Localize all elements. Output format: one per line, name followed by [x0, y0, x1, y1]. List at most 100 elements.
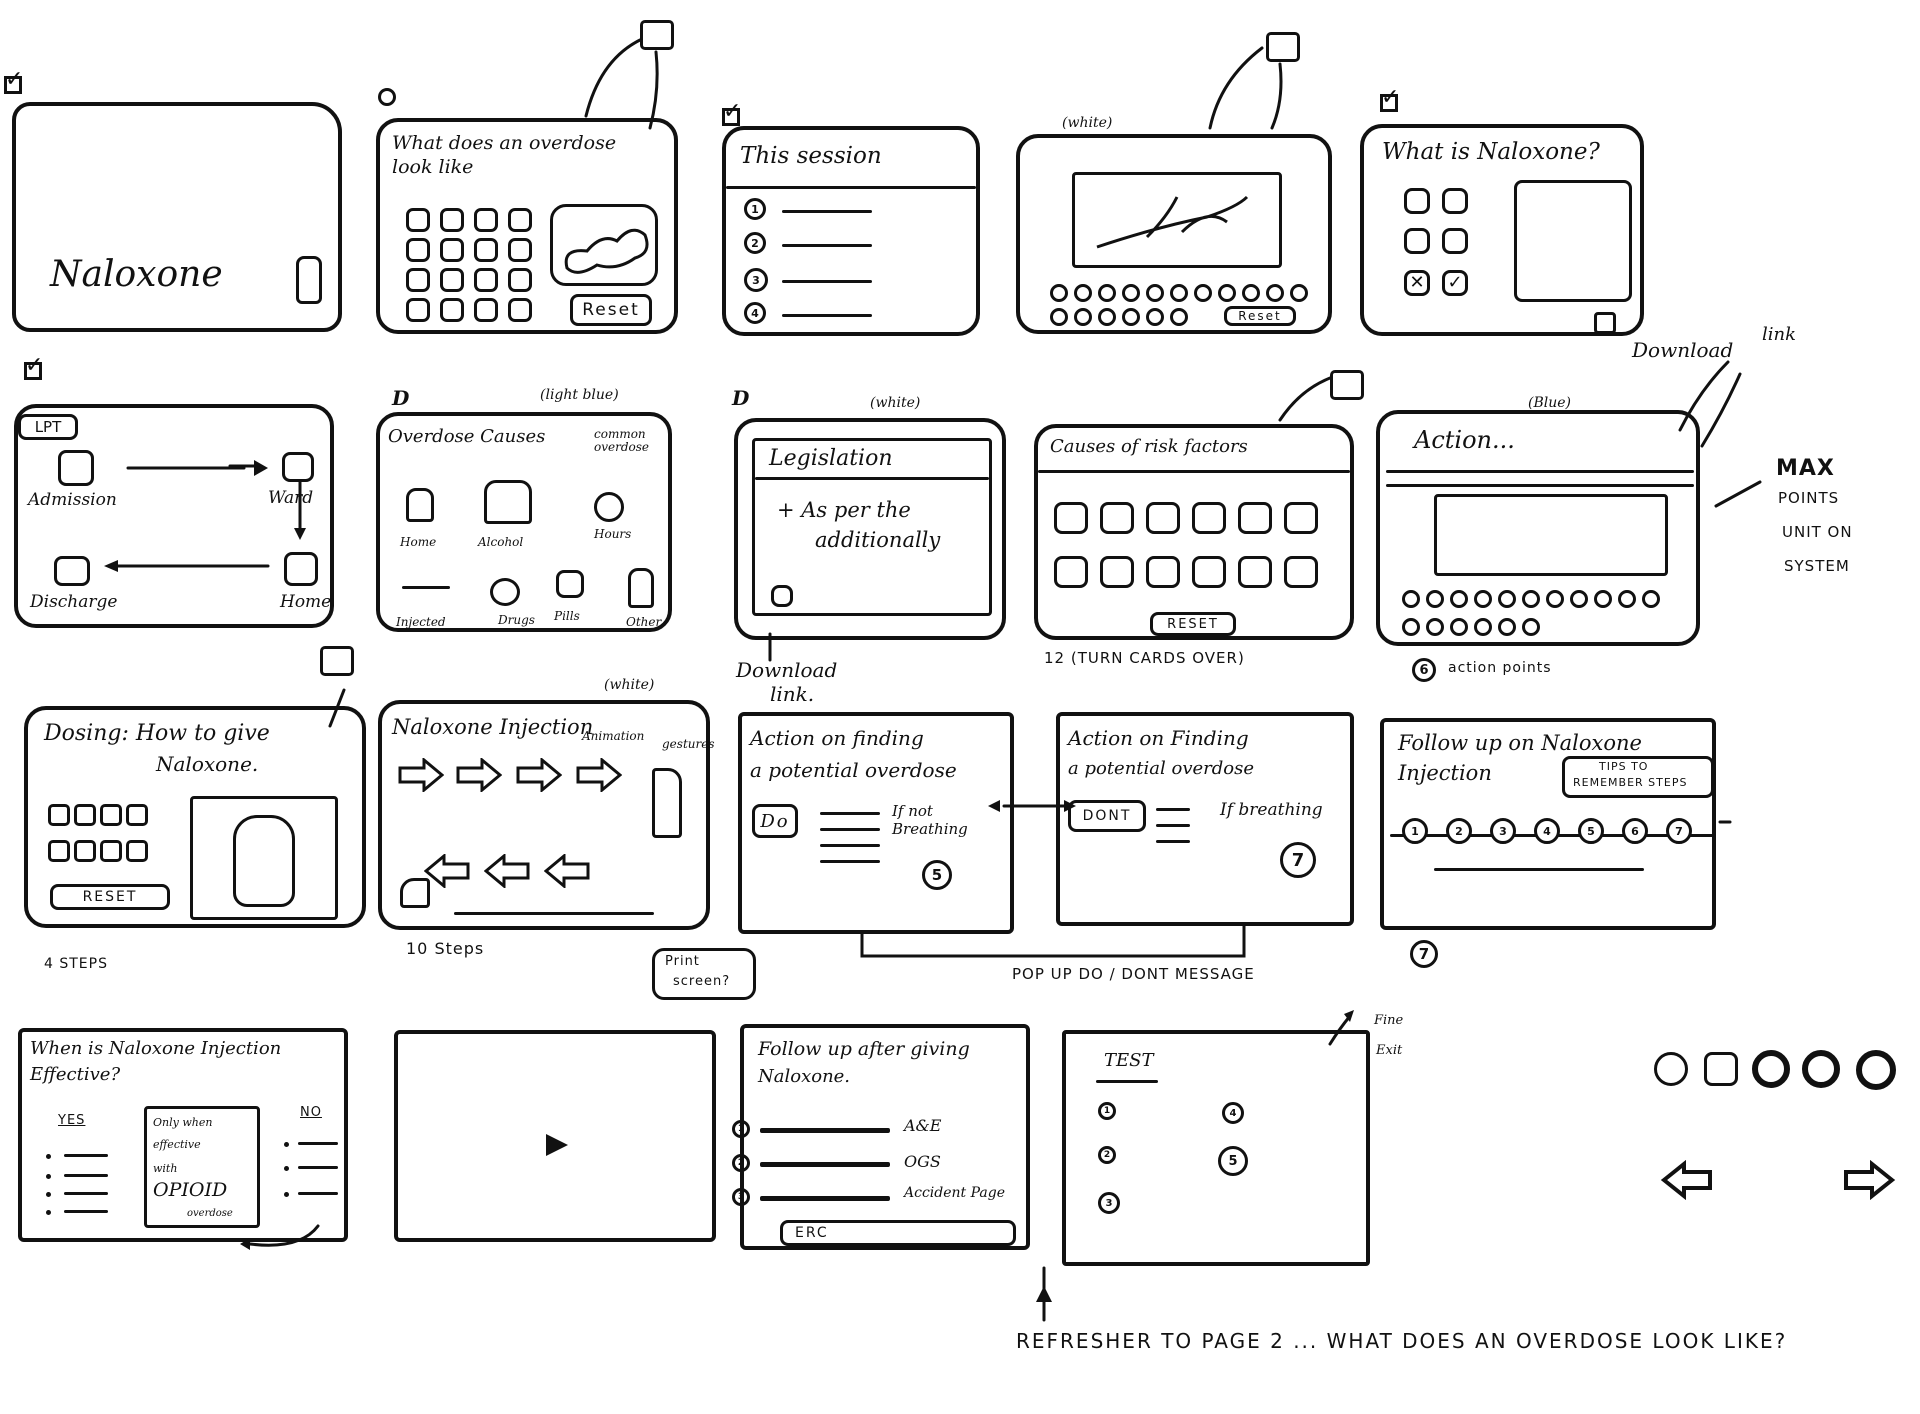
progress-dot[interactable] [1050, 284, 1068, 302]
checkbox-frame-3[interactable]: ✓ [722, 99, 742, 126]
risk-card[interactable] [1054, 502, 1088, 534]
checkbox-frame-6[interactable]: ✓ [24, 353, 44, 380]
step-card[interactable] [100, 804, 122, 826]
step-card[interactable] [100, 840, 122, 862]
card[interactable] [508, 298, 532, 322]
progress-dot[interactable] [1074, 308, 1092, 326]
step-card[interactable] [48, 804, 70, 826]
session-item-2[interactable]: 2 [744, 232, 766, 254]
test-q-3[interactable]: 3 [1098, 1192, 1120, 1214]
play-icon[interactable] [542, 1130, 572, 1160]
frame19-exit[interactable]: Exit [1376, 1043, 1403, 1058]
reset-button[interactable]: Reset [1224, 306, 1296, 326]
do-button[interactable]: Do [752, 804, 798, 838]
risk-card[interactable] [1054, 556, 1088, 588]
forward-arrow-icon[interactable] [1840, 1160, 1896, 1200]
session-item-1[interactable]: 1 [744, 198, 766, 220]
card[interactable] [508, 208, 532, 232]
card[interactable] [1442, 188, 1468, 214]
bottom-button[interactable]: ERC [780, 1220, 1016, 1246]
progress-dot[interactable] [1098, 308, 1116, 326]
risk-card[interactable] [1238, 502, 1272, 534]
frame8-download[interactable]: Download [736, 658, 838, 682]
points-dot[interactable] [1618, 590, 1636, 608]
step-card[interactable] [126, 804, 148, 826]
card[interactable] [1404, 228, 1430, 254]
risk-card[interactable] [1284, 556, 1318, 588]
risk-card[interactable] [1146, 556, 1180, 588]
points-dot[interactable] [1522, 618, 1540, 636]
timeline-step[interactable]: 1 [1402, 818, 1428, 844]
card[interactable] [508, 268, 532, 292]
points-dot[interactable] [1642, 590, 1660, 608]
checkbox-frame-2[interactable] [378, 88, 396, 106]
points-dot[interactable] [1594, 590, 1612, 608]
progress-dot[interactable] [1122, 284, 1140, 302]
test-q-4[interactable]: 4 [1222, 1102, 1244, 1124]
timeline-step[interactable]: 6 [1622, 818, 1648, 844]
progress-dot[interactable] [1146, 284, 1164, 302]
timeline-step[interactable]: 7 [1666, 818, 1692, 844]
reset-button[interactable]: Reset [570, 294, 652, 326]
progress-dot[interactable] [1194, 284, 1212, 302]
points-dot[interactable] [1498, 618, 1516, 636]
card[interactable] [1404, 188, 1430, 214]
step-card[interactable] [126, 840, 148, 862]
risk-card[interactable] [1100, 502, 1134, 534]
download-icon[interactable] [1594, 312, 1616, 334]
test-q-1[interactable]: 1 [1098, 1102, 1116, 1120]
timeline-step[interactable]: 3 [1490, 818, 1516, 844]
progress-dot[interactable] [1242, 284, 1260, 302]
progress-dot[interactable] [1098, 284, 1116, 302]
card[interactable] [440, 208, 464, 232]
test-q-2[interactable]: 2 [1098, 1146, 1116, 1164]
session-item-3[interactable]: 3 [744, 268, 768, 292]
frame5-download[interactable]: Download [1632, 338, 1734, 362]
progress-dot[interactable] [1218, 284, 1236, 302]
dont-button[interactable]: DONT [1068, 800, 1146, 832]
progress-dot[interactable] [1146, 308, 1164, 326]
risk-card[interactable] [1100, 556, 1134, 588]
points-dot[interactable] [1402, 618, 1420, 636]
card[interactable] [1442, 228, 1468, 254]
points-dot[interactable] [1402, 590, 1420, 608]
download-icon[interactable] [771, 585, 793, 607]
card[interactable] [440, 298, 464, 322]
risk-card[interactable] [1146, 502, 1180, 534]
card[interactable] [474, 268, 498, 292]
risk-card[interactable] [1192, 556, 1226, 588]
points-dot[interactable] [1450, 590, 1468, 608]
card[interactable] [406, 298, 430, 322]
progress-dot[interactable] [1266, 284, 1284, 302]
points-dot[interactable] [1474, 590, 1492, 608]
progress-dot[interactable] [1122, 308, 1140, 326]
card[interactable] [406, 268, 430, 292]
points-dot[interactable] [1546, 590, 1564, 608]
timeline-step[interactable]: 2 [1446, 818, 1472, 844]
timeline-step[interactable]: 4 [1534, 818, 1560, 844]
step-card[interactable] [74, 804, 96, 826]
step-card[interactable] [48, 840, 70, 862]
points-dot[interactable] [1522, 590, 1540, 608]
reset-button[interactable]: RESET [50, 884, 170, 910]
points-dot[interactable] [1450, 618, 1468, 636]
progress-dot[interactable] [1050, 308, 1068, 326]
checkbox-frame-1[interactable]: ✓ [4, 67, 24, 94]
progress-dot[interactable] [1170, 284, 1188, 302]
card[interactable] [474, 298, 498, 322]
card[interactable] [406, 238, 430, 262]
timeline-step[interactable]: 5 [1578, 818, 1604, 844]
card[interactable] [406, 208, 430, 232]
points-dot[interactable] [1426, 618, 1444, 636]
back-arrow-icon[interactable] [1660, 1160, 1716, 1200]
card[interactable] [474, 208, 498, 232]
step-card[interactable] [74, 840, 96, 862]
risk-card[interactable] [1284, 502, 1318, 534]
cross-card[interactable]: ✕ [1404, 270, 1430, 296]
reset-button[interactable]: RESET [1150, 612, 1236, 636]
progress-dot[interactable] [1074, 284, 1092, 302]
session-item-4[interactable]: 4 [744, 302, 766, 324]
card[interactable] [440, 238, 464, 262]
points-dot[interactable] [1426, 590, 1444, 608]
risk-card[interactable] [1238, 556, 1272, 588]
